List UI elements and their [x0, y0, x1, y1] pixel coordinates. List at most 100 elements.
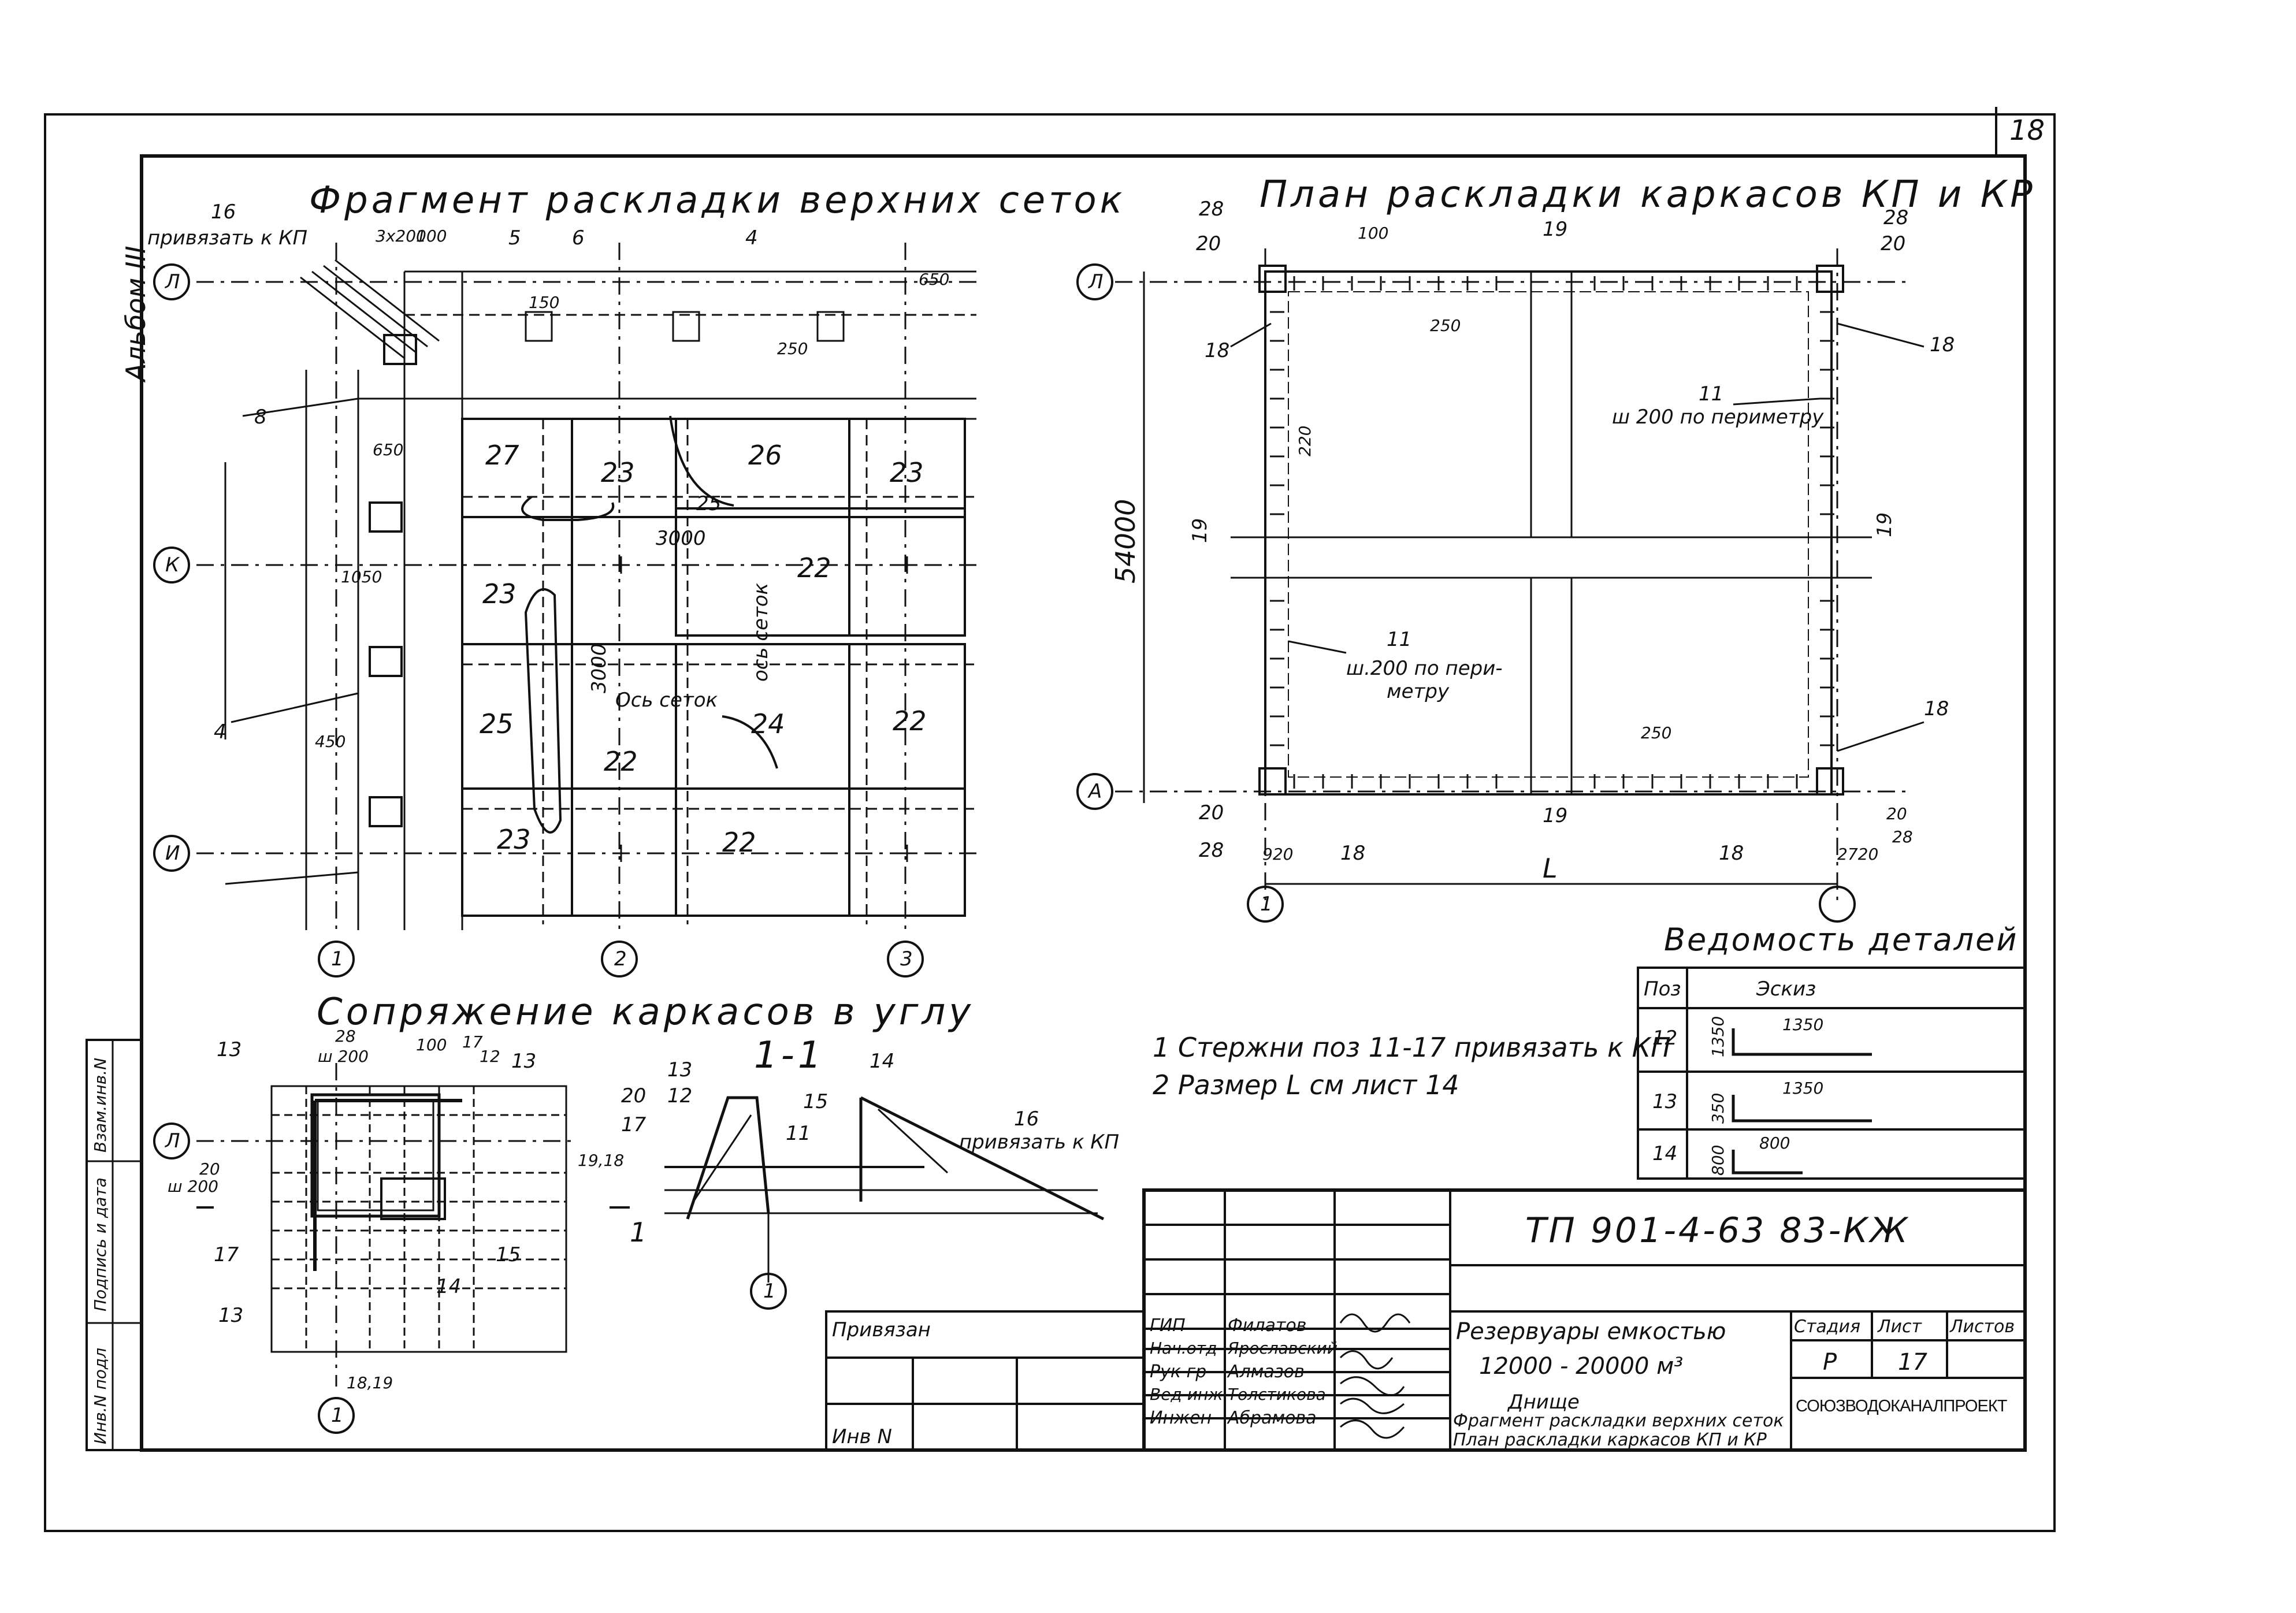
corner-axis-L: Л	[165, 1129, 180, 1153]
fragment-panel: 24	[751, 708, 785, 739]
fragment-dim: 3000	[656, 527, 706, 550]
fragment-panel: 25	[696, 492, 722, 515]
fragment-dim: 650	[373, 440, 404, 459]
plan-pos: 28	[1199, 198, 1224, 221]
sheet-title3: План раскладки каркасов КП и КР	[1453, 1430, 1767, 1450]
fragment-dim: 3000	[588, 643, 611, 693]
sheet-header: Лист	[1878, 1317, 1922, 1337]
fragment-axis-I: И	[165, 842, 180, 865]
fragment-panel: 22	[893, 705, 927, 737]
name-ved: Толстикова	[1228, 1385, 1326, 1404]
plan-pos: 11	[1699, 382, 1724, 406]
fragment-dim: 250	[777, 339, 808, 358]
details-col-pos: Поз	[1644, 978, 1681, 1001]
plan-pos: 18	[1205, 339, 1230, 362]
plan-note-2: ш.200 по пери-	[1346, 657, 1503, 680]
fragment-pos-16: 16	[211, 200, 236, 224]
privyazan: Привязан	[832, 1318, 931, 1341]
plan-pos: 28	[1892, 827, 1913, 846]
sheet-title1: Днище	[1508, 1391, 1580, 1414]
fragment-pos: 5	[508, 226, 521, 250]
corner-label: 19,18	[578, 1151, 625, 1170]
object-line1: Резервуары емкостью	[1456, 1318, 1726, 1345]
plan-dim: 920	[1262, 845, 1294, 864]
plan-pos: 28	[1199, 839, 1224, 862]
plan-pos: 18	[1924, 697, 1949, 720]
corner-label: 17	[214, 1243, 239, 1266]
details-row-a: 1350	[1782, 1015, 1824, 1034]
details-table-linework	[1637, 967, 2026, 1180]
plan-title: План раскладки каркасов КП и КР	[1260, 173, 2036, 216]
corner-label: 12	[480, 1047, 500, 1066]
section-label: 15	[803, 1090, 829, 1113]
details-row-a: 1350	[1782, 1079, 1824, 1098]
plan-dim-width: L	[1543, 853, 1558, 884]
corner-label: 14	[436, 1275, 462, 1298]
plan-pos: 19	[1873, 512, 1896, 537]
fragment-panel: 22	[604, 746, 638, 777]
fragment-note-top: привязать к КП	[147, 226, 308, 250]
plan-pos: 18	[1930, 333, 1955, 356]
plan-pos: 18	[1719, 842, 1744, 865]
fragment-pos: 4	[214, 720, 226, 744]
details-col-sketch: Эскиз	[1756, 978, 1816, 1001]
corner-linework	[196, 1063, 630, 1387]
plan-dim: 220	[1295, 425, 1314, 456]
corner-label: 15	[496, 1243, 521, 1266]
corner-section-mark: 1	[630, 1217, 647, 1248]
role-ved: Вед инж	[1150, 1385, 1223, 1404]
corner-label: ш 200	[168, 1177, 218, 1196]
fragment-axis-2: 2	[614, 947, 627, 971]
corner-label: 100	[416, 1035, 447, 1054]
album-label: Альбом III	[120, 246, 151, 381]
details-title: Ведомость деталей	[1664, 921, 2019, 958]
stamp-podpis: Подпись и дата	[91, 1177, 110, 1311]
fragment-panel: 23	[497, 824, 531, 855]
plan-pos: 11	[1387, 628, 1412, 651]
fragment-axis-1: 1	[331, 947, 344, 971]
section-label: 14	[870, 1050, 895, 1073]
section-note: привязать к КП	[959, 1131, 1120, 1154]
name-gip: Филатов	[1228, 1315, 1307, 1336]
corner-axis-1: 1	[331, 1404, 344, 1427]
fragment-dim: 3x200	[376, 226, 426, 246]
sheet-title2: Фрагмент раскладки верхних сеток	[1453, 1411, 1784, 1431]
fragment-dim: 1050	[341, 567, 382, 586]
details-row-pos: 12	[1652, 1027, 1678, 1050]
plan-pos: 20	[1886, 804, 1907, 823]
plan-note-1: ш 200 по периметру	[1612, 406, 1824, 429]
fragment-panel: 27	[485, 440, 519, 471]
details-row-a: 800	[1759, 1133, 1790, 1153]
plan-pos: 20	[1196, 232, 1221, 255]
corner-label: 17	[462, 1032, 483, 1051]
fragment-axis-K: К	[165, 553, 180, 577]
details-row-pos: 13	[1652, 1090, 1678, 1113]
name-ruk: Алмазов	[1228, 1362, 1305, 1382]
stage-header: Стадия	[1794, 1317, 1861, 1337]
fragment-pos: 6	[572, 226, 585, 250]
plan-axis-A: А	[1088, 780, 1102, 803]
stamp-vzam: Взам.инв.N	[91, 1057, 110, 1153]
note-2: 2 Размер L см лист 14	[1153, 1069, 1459, 1101]
stamp-inv-podl: Инв.N подл	[91, 1347, 110, 1444]
plan-note-2b: метру	[1387, 680, 1450, 703]
section-label: 16	[1014, 1107, 1039, 1131]
fragment-dim: 650	[919, 270, 950, 289]
plan-axis-L: Л	[1088, 270, 1104, 293]
fragment-dim: 450	[315, 732, 346, 751]
fragment-panel: 23	[482, 578, 517, 609]
plan-linework	[1115, 248, 1925, 901]
corner-label: 13	[217, 1038, 242, 1061]
role-nach: Нач.отд	[1150, 1339, 1217, 1358]
title-block-linework	[825, 1188, 2027, 1452]
doc-code: ТП 901-4-63 83-КЖ	[1525, 1210, 1910, 1251]
fragment-panel: 26	[748, 440, 782, 471]
signatures	[1339, 1313, 1411, 1439]
plan-pos: 19	[1543, 804, 1568, 827]
sheets-header: Листов	[1950, 1317, 2015, 1337]
section-label: 12	[667, 1084, 693, 1107]
corner-label: 13	[511, 1050, 537, 1073]
name-nach: Ярославский	[1228, 1339, 1338, 1358]
fragment-title: Фрагмент раскладки верхних сеток	[309, 179, 1126, 222]
